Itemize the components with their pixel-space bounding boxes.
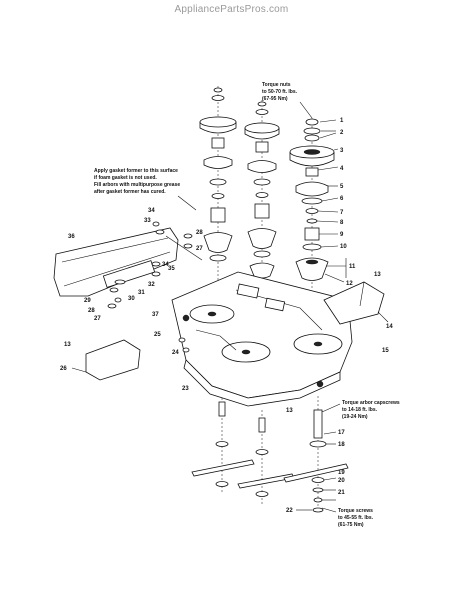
callout-31: 31 [138, 290, 145, 296]
baffle-hardware [151, 221, 203, 353]
callout-28-left: 28 [88, 308, 95, 314]
callout-24: 24 [172, 350, 179, 356]
callout-10: 10 [340, 244, 347, 250]
note-torque-screws-3: (61-75 Nm) [338, 522, 364, 528]
note-torque-arbor-2: to 14-18 ft. lbs. [342, 407, 378, 413]
callout-13-left: 13 [64, 342, 71, 348]
callout-13-deck: 13 [286, 408, 293, 414]
callout-2: 2 [340, 130, 344, 136]
note-torque-screws-1: Torque screws [338, 508, 373, 514]
blade-arbor-stacks [191, 396, 349, 513]
note-gasket-3: Fill arbors with multipurpose grease [94, 182, 180, 188]
callout-11: 11 [349, 264, 356, 270]
callout-labels: 1 2 3 4 5 6 7 8 9 10 11 12 13 14 15 13 1… [60, 118, 393, 514]
callout-30: 30 [128, 296, 135, 302]
instruction-notes: Torque nuts to 50-70 ft. lbs. (67-95 Nm)… [94, 82, 400, 528]
callout-8: 8 [340, 220, 344, 226]
callout-6: 6 [340, 196, 344, 202]
callout-21: 21 [338, 490, 345, 496]
right-spindle-stack [289, 118, 335, 290]
center-spindle-stack [244, 100, 280, 320]
callout-5: 5 [340, 184, 344, 190]
callout-4: 4 [340, 166, 344, 172]
note-gasket-4: after gasket former has cured. [94, 189, 166, 195]
callout-32: 32 [148, 282, 155, 288]
callout-26: 26 [60, 366, 67, 372]
discharge-chute [323, 281, 389, 325]
left-spindle-stack [199, 86, 237, 300]
callout-22: 22 [286, 508, 293, 514]
right-stack-leaders [316, 119, 347, 283]
note-torque-nuts-2: to 50-70 ft. lbs. [262, 89, 298, 95]
callout-15: 15 [382, 348, 389, 354]
callout-1: 1 [340, 118, 344, 124]
callout-9: 9 [340, 232, 344, 238]
deflector-shield [71, 339, 141, 381]
note-gasket-2: if foam gasket is not used. [94, 175, 157, 181]
callout-33: 33 [144, 218, 151, 224]
callout-34-mid: 34 [162, 262, 169, 268]
callout-35: 35 [168, 266, 175, 272]
callout-29: 29 [84, 298, 91, 304]
mower-deck-housing [171, 271, 353, 407]
callout-13-right: 13 [374, 272, 381, 278]
note-torque-nuts-3: (67-95 Nm) [262, 96, 288, 102]
note-gasket-1: Apply gasket former to this surface [94, 168, 178, 174]
callout-7: 7 [340, 210, 344, 216]
note-torque-arbor-3: (19-24 Nm) [342, 414, 368, 420]
callout-36: 36 [68, 234, 75, 240]
callout-17: 17 [338, 430, 345, 436]
callout-3: 3 [340, 148, 344, 154]
note-torque-screws-2: to 45-55 ft. lbs. [338, 515, 374, 521]
callout-28-right: 28 [196, 230, 203, 236]
callout-23: 23 [182, 386, 189, 392]
callout-12: 12 [346, 281, 353, 287]
note-torque-nuts-1: Torque nuts [262, 82, 291, 88]
callout-25: 25 [154, 332, 161, 338]
callout-37: 37 [152, 312, 159, 318]
callout-20: 20 [338, 478, 345, 484]
callout-14: 14 [386, 324, 393, 330]
note-torque-arbor-1: Torque arbor capscrews [342, 400, 400, 406]
callout-27-left: 27 [94, 316, 101, 322]
callout-19: 19 [338, 470, 345, 476]
baffle-assembly [53, 227, 179, 309]
callout-18: 18 [338, 442, 345, 448]
site-header: AppliancePartsPros.com [174, 4, 289, 15]
callout-27-right: 27 [196, 246, 203, 252]
callout-34-top: 34 [148, 208, 155, 214]
